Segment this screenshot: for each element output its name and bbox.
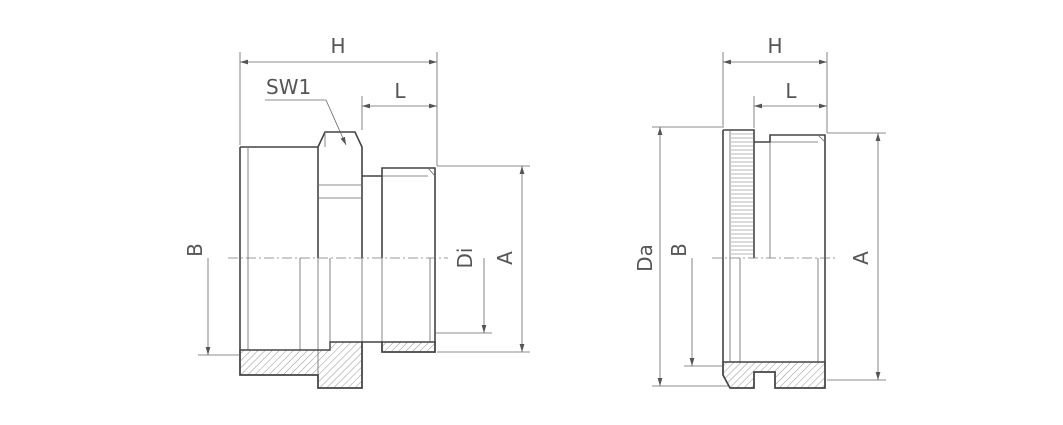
right-part-outline — [722, 129, 826, 258]
right-dim-B: B — [667, 243, 722, 367]
left-dim-A: A — [437, 165, 530, 353]
left-part-drawing: H L SW1 B Di A — [183, 34, 530, 389]
knurl-pattern — [731, 133, 753, 255]
right-dim-Da-label: Da — [633, 244, 657, 272]
right-dim-A-label: A — [849, 251, 873, 265]
right-part-drawing: H L Da B A — [633, 34, 886, 389]
left-dim-SW1: SW1 — [265, 75, 347, 146]
left-dim-H-label: H — [330, 34, 345, 58]
right-dim-B-label: B — [667, 243, 691, 257]
right-dim-A: A — [827, 132, 886, 381]
right-dim-Da: Da — [633, 126, 728, 387]
left-dim-B: B — [183, 243, 240, 356]
left-part-outline — [239, 131, 436, 258]
left-dim-A-label: A — [493, 251, 517, 265]
left-dim-H: H — [239, 34, 438, 166]
left-dim-SW1-label: SW1 — [266, 75, 311, 99]
right-dim-H: H — [722, 34, 828, 133]
right-dim-L: L — [753, 79, 827, 128]
left-dim-L-label: L — [394, 79, 406, 103]
left-dim-Di-label: Di — [453, 248, 477, 269]
right-dim-L-label: L — [785, 79, 797, 103]
left-dim-Di: Di — [435, 248, 492, 334]
right-dim-H-label: H — [767, 34, 782, 58]
left-dim-L: L — [361, 79, 437, 130]
right-part-section — [722, 258, 826, 389]
left-dim-B-label: B — [183, 243, 207, 257]
left-part-section — [239, 258, 436, 389]
